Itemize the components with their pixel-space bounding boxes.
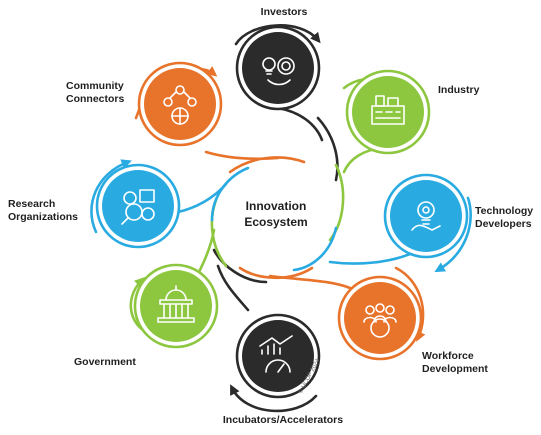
arc-workforce bbox=[394, 266, 426, 342]
label-government-line: Government bbox=[74, 356, 136, 368]
label-workforce-line-2: Development bbox=[422, 363, 488, 375]
label-investors-line: Investors bbox=[260, 6, 308, 18]
label-research-line-1: Research bbox=[8, 198, 56, 210]
node-community-connectors bbox=[137, 61, 223, 147]
node-fill-technology-developers bbox=[390, 180, 462, 252]
capitol-building-icon bbox=[157, 285, 195, 323]
label-technology-developers: Technology Developers bbox=[475, 205, 533, 231]
node-technology-developers bbox=[383, 173, 469, 259]
label-incubators-accelerators: Incubators/Accelerators bbox=[208, 414, 358, 427]
factory-icon bbox=[371, 95, 405, 125]
label-technology-line-2: Developers bbox=[475, 218, 532, 230]
swirl-dark bbox=[316, 116, 339, 182]
connector-research bbox=[176, 182, 228, 214]
label-investors: Investors bbox=[252, 6, 316, 19]
node-layer bbox=[95, 25, 469, 399]
node-workforce-development bbox=[337, 275, 423, 361]
label-workforce-development: Workforce Development bbox=[422, 350, 488, 376]
connector-technology bbox=[328, 252, 412, 265]
connector-community bbox=[204, 150, 280, 161]
label-community-line-1: Community bbox=[66, 80, 124, 92]
label-workforce-line-1: Workforce bbox=[422, 350, 474, 362]
node-fill-community-connectors bbox=[144, 68, 216, 140]
research-gears-magnifier-icon bbox=[121, 189, 155, 225]
node-government bbox=[133, 263, 219, 349]
connector-incubators bbox=[216, 264, 250, 312]
label-government: Government bbox=[74, 356, 136, 369]
node-incubators-accelerators bbox=[235, 313, 321, 399]
lightbulb-gear-dollar-icon bbox=[262, 57, 295, 86]
arc-incubators bbox=[230, 384, 318, 413]
label-industry: Industry bbox=[438, 84, 479, 97]
node-research-organizations bbox=[95, 163, 181, 249]
arc-technology bbox=[434, 196, 472, 273]
node-fill-incubators-accelerators bbox=[242, 320, 314, 392]
node-fill-workforce-development bbox=[344, 282, 416, 354]
arc-investors bbox=[234, 24, 321, 46]
swirl-blue bbox=[292, 226, 338, 272]
label-incubators-line: Incubators/Accelerators bbox=[222, 414, 344, 426]
node-industry bbox=[345, 69, 431, 155]
label-industry-line: Industry bbox=[438, 84, 480, 96]
connector-workforce bbox=[268, 274, 352, 290]
label-technology-line-1: Technology bbox=[475, 205, 534, 217]
arc-research bbox=[90, 159, 132, 234]
growth-chart-gauge-icon bbox=[259, 335, 293, 373]
label-research-line-2: Organizations bbox=[8, 211, 79, 223]
label-community-connectors: Community Connectors bbox=[66, 80, 124, 106]
bulb-gear-hand-icon bbox=[411, 201, 441, 231]
node-fill-research-organizations bbox=[102, 170, 174, 242]
label-community-line-2: Connectors bbox=[66, 93, 125, 105]
connector-investors bbox=[276, 106, 324, 142]
node-investors bbox=[235, 25, 321, 111]
people-network-globe-icon bbox=[163, 85, 197, 125]
center-label-line-2: Ecosystem bbox=[244, 215, 308, 229]
people-gear-icon bbox=[363, 303, 397, 338]
center-label: Innovation Ecosystem bbox=[226, 198, 326, 230]
swirl-dark-2 bbox=[212, 248, 268, 284]
center-label-line-1: Innovation bbox=[245, 199, 307, 213]
label-research-organizations: Research Organizations bbox=[8, 198, 78, 224]
